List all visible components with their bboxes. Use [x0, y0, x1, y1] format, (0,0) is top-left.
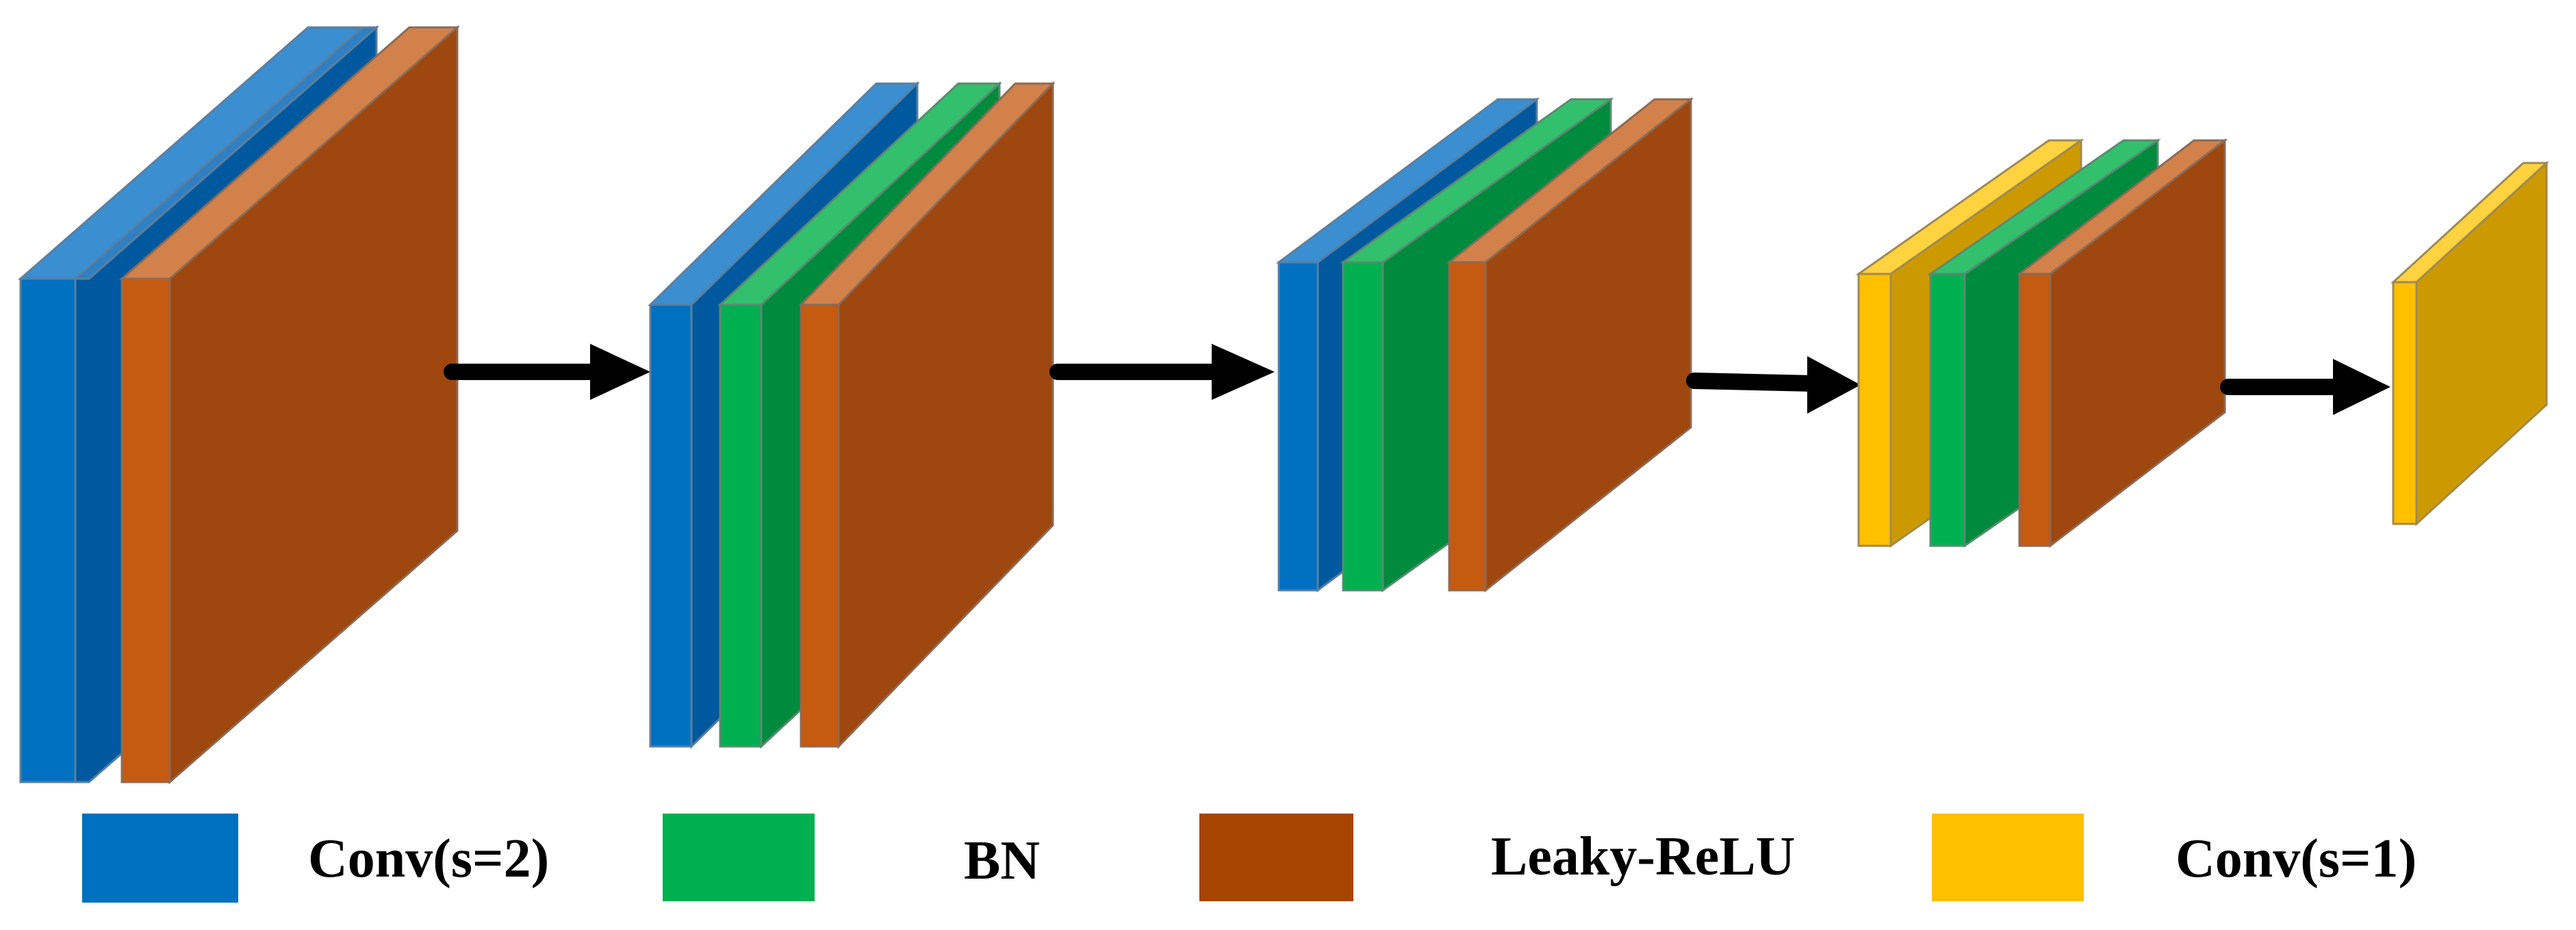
block-5	[2390, 160, 2549, 527]
block-3-leaky-relu-layer	[1446, 97, 1694, 593]
legend-label-conv-s2: Conv(s=2)	[308, 829, 549, 889]
block-5-conv-s1-layer	[2390, 160, 2549, 527]
block-1	[18, 25, 460, 785]
block-2	[648, 81, 1056, 749]
legend-swatch-conv-s1	[1932, 814, 2084, 901]
block-4-leaky-relu-layer	[2016, 138, 2228, 549]
arrow-1	[444, 344, 650, 400]
legend-label-conv-s1: Conv(s=1)	[2176, 829, 2416, 889]
block-4	[1855, 138, 2228, 549]
arrow-2	[1049, 344, 1275, 400]
block-1-leaky-relu-layer	[119, 25, 460, 785]
block-3	[1275, 97, 1694, 593]
legend-label-leaky-relu: Leaky-ReLU	[1491, 827, 1795, 887]
arrow-4	[2220, 359, 2390, 415]
block-2-leaky-relu-layer	[798, 81, 1056, 749]
legend-swatch-conv-s2	[82, 814, 238, 903]
legend-swatch-bn	[663, 814, 815, 901]
legend: Conv(s=2) BN Leaky-ReLU Conv(s=1)	[82, 814, 2416, 903]
arrow-3	[1686, 356, 1861, 414]
legend-label-bn: BN	[964, 831, 1040, 891]
legend-swatch-leaky-relu	[1199, 814, 1353, 901]
